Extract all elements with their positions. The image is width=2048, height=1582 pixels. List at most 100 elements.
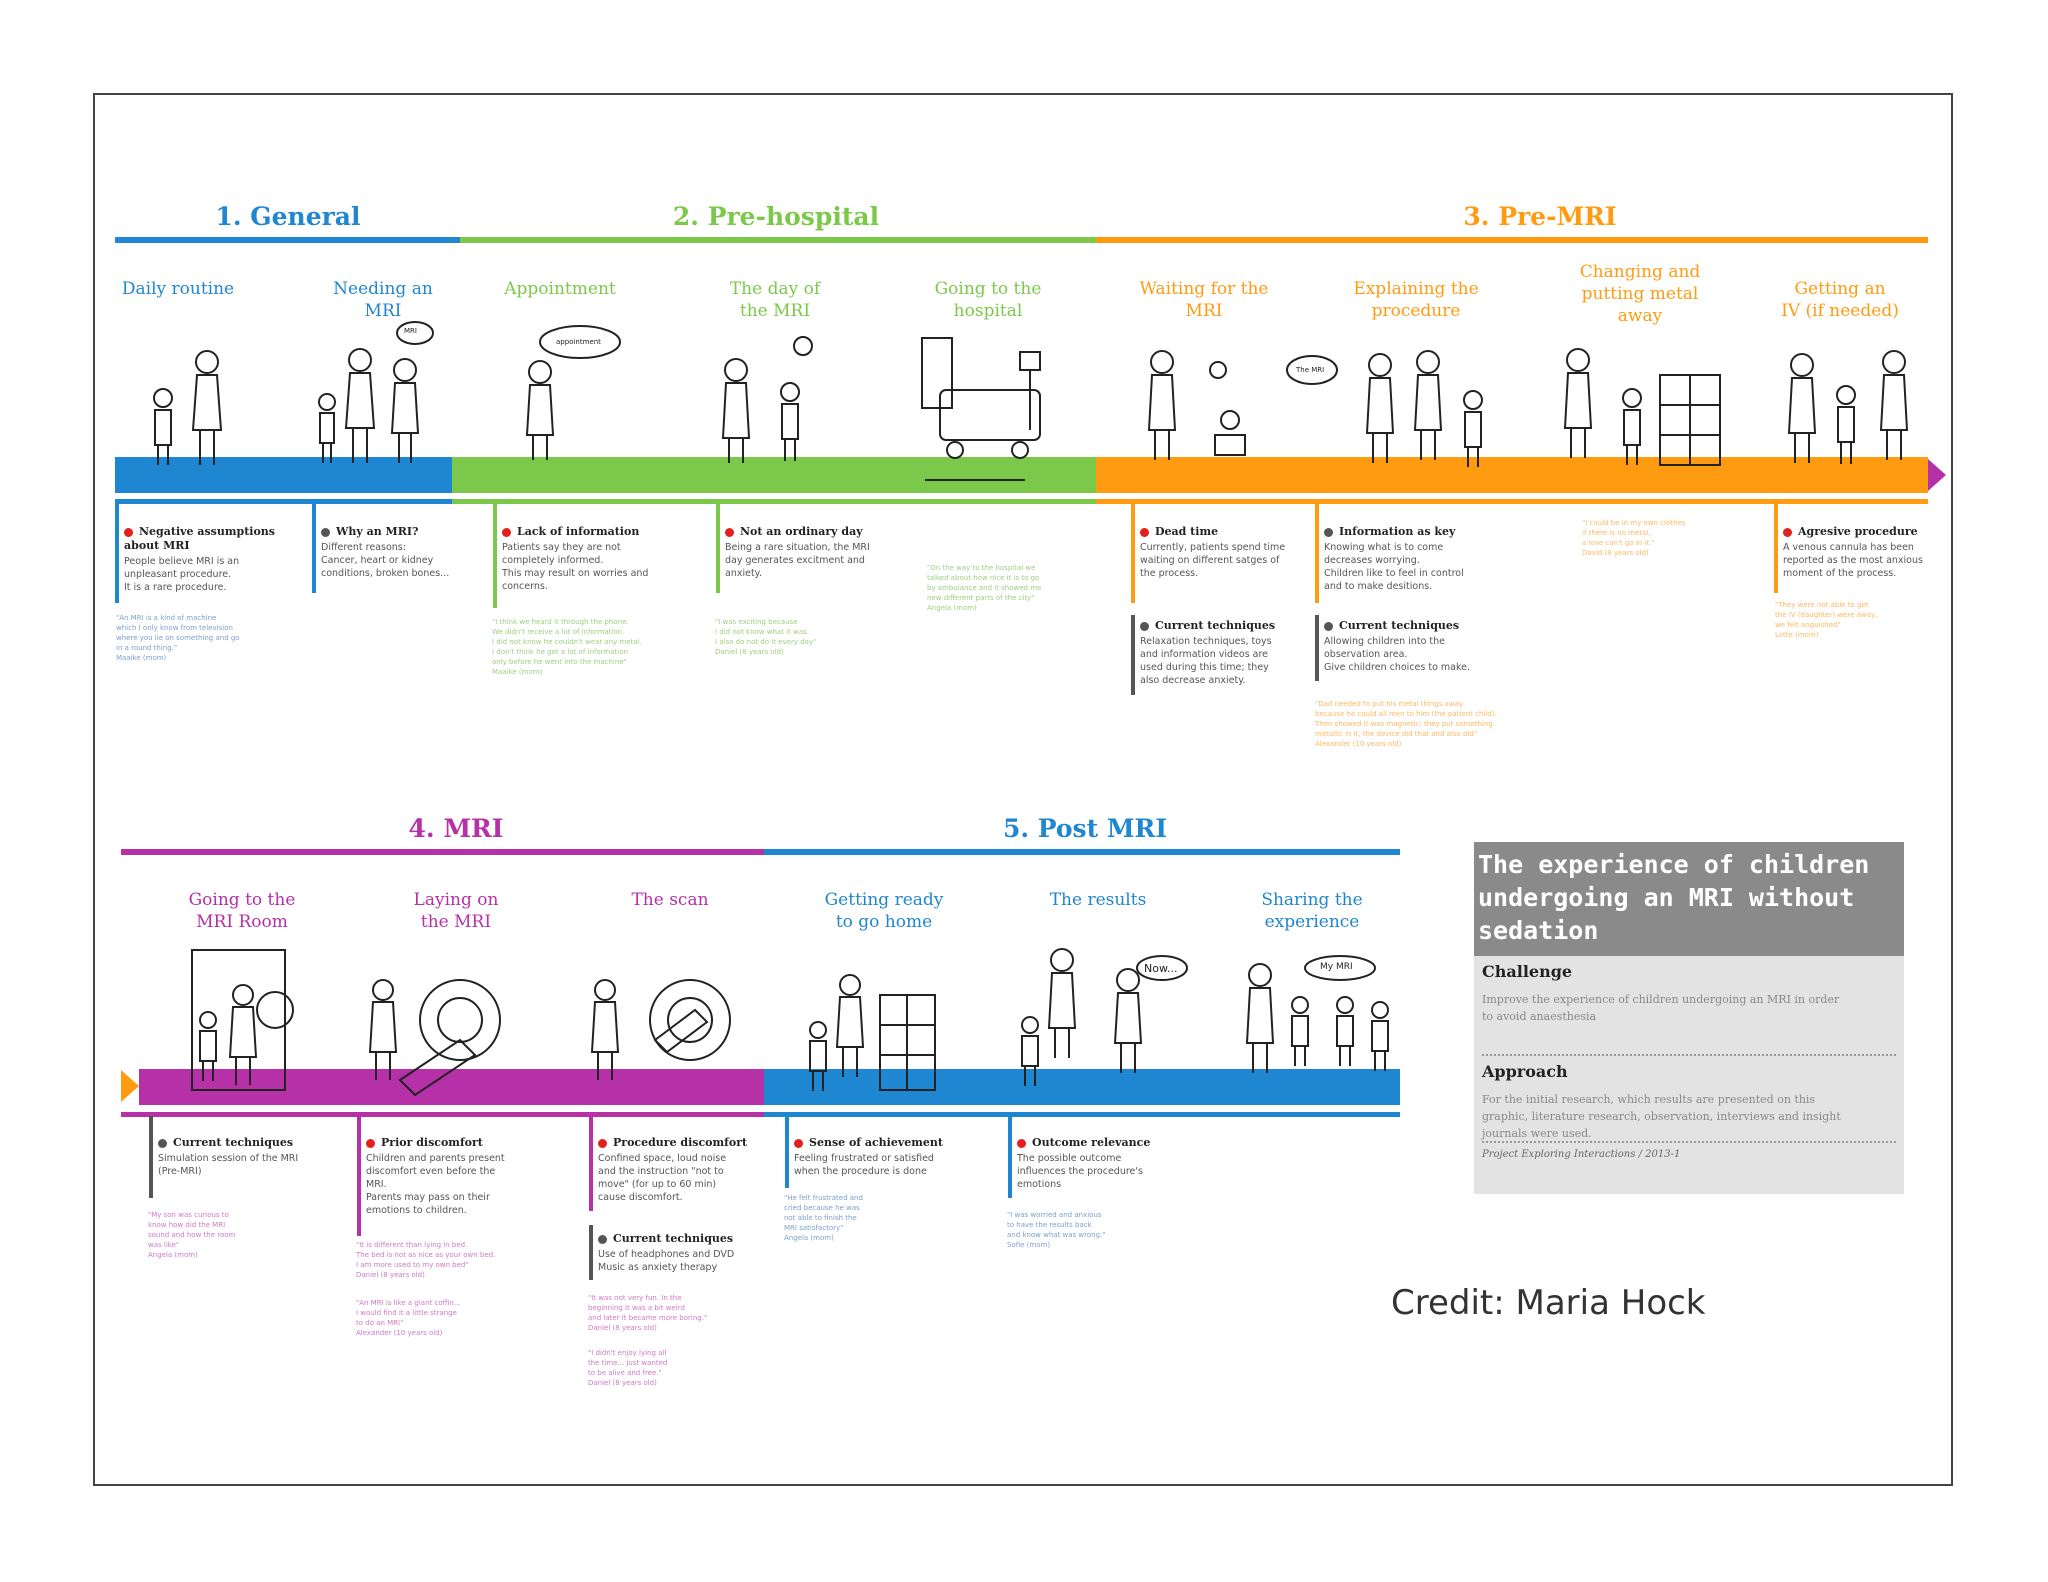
insight-card: Sense of achievement Feeling frustrated … xyxy=(794,1136,943,1177)
challenge-title: Challenge xyxy=(1482,962,1573,981)
card-marker xyxy=(1131,615,1135,695)
project-info-box: The experience of children undergoing an… xyxy=(1474,842,1904,1194)
quote: "It was not very fun. In the beginning i… xyxy=(588,1294,708,1332)
stage-title: The scan xyxy=(631,890,709,910)
timeline-underline xyxy=(452,499,1096,504)
project-title: The experience of children undergoing an… xyxy=(1474,842,1904,956)
insight-card: Current techniques Allowing children int… xyxy=(1324,619,1471,673)
card-marker xyxy=(1315,503,1319,603)
stage-title: The day of the MRI xyxy=(729,279,821,321)
phase-line-premri xyxy=(1096,237,1928,243)
quote: "Dad needed to put his metal things away… xyxy=(1315,700,1497,748)
insight-card: Outcome relevance The possible outcome i… xyxy=(1017,1136,1151,1190)
stage-title: Getting ready to go home xyxy=(824,890,944,932)
timeline-band-postmri xyxy=(764,1069,1400,1105)
quote: "My son was curious to know how did the … xyxy=(148,1211,236,1259)
phase-title-mri: 4. MRI xyxy=(408,814,504,843)
quote: "On the way to the hospital we talked ab… xyxy=(927,564,1042,612)
phase-title-general: 1. General xyxy=(215,202,361,231)
insight-card: Dead time Currently, patients spend time… xyxy=(1140,525,1286,579)
timeline-start-arrow-icon xyxy=(121,1070,139,1102)
divider xyxy=(1482,1054,1896,1056)
people-illustration-row1 xyxy=(153,321,1909,481)
insight-card: Agresive procedure A venous cannula has … xyxy=(1783,525,1923,579)
timeline-underline xyxy=(1096,499,1928,504)
people-illustration-row2 xyxy=(191,948,1389,1097)
phase-title-premri: 3. Pre-MRI xyxy=(1463,202,1617,231)
card-marker xyxy=(1131,503,1135,603)
approach-text: For the initial research, which results … xyxy=(1482,1093,1841,1140)
quote: "They were not able to get the IV (daugh… xyxy=(1775,601,1878,639)
insight-card: Negative assumptions about MRI People be… xyxy=(124,525,275,593)
speech-bubble-my-mri: My MRI xyxy=(1320,962,1353,972)
insight-card: Procedure discomfort Confined space, lou… xyxy=(598,1136,748,1203)
approach-title: Approach xyxy=(1482,1062,1568,1081)
stage-title: Needing an MRI xyxy=(333,279,433,321)
card-marker xyxy=(493,503,497,608)
insight-card: Lack of information Patients say they ar… xyxy=(502,525,649,592)
approach-section: Approach For the initial research, which… xyxy=(1482,1062,1896,1142)
challenge-text: Improve the experience of children under… xyxy=(1482,993,1840,1023)
stage-title: Going to the hospital xyxy=(934,279,1042,321)
card-marker xyxy=(589,1225,593,1280)
stage-title: Explaining the procedure xyxy=(1353,279,1479,321)
challenge-section: Challenge Improve the experience of chil… xyxy=(1482,962,1896,1025)
stage-title: The results xyxy=(1049,890,1147,910)
insight-card: Current techniques Relaxation techniques… xyxy=(1140,619,1276,686)
timeline-underline xyxy=(764,1112,1400,1117)
timeline-band-premri xyxy=(1096,457,1928,493)
divider xyxy=(1482,1141,1896,1143)
insight-card: Not an ordinary day Being a rare situati… xyxy=(725,525,870,579)
speech-bubble-the-mri: The MRI xyxy=(1296,366,1325,374)
card-marker xyxy=(1008,1116,1012,1198)
speech-bubble-mri: MRI xyxy=(404,327,417,335)
phase-title-prehospital: 2. Pre-hospital xyxy=(672,202,880,231)
stage-title: Going to the MRI Room xyxy=(188,890,296,932)
timeline-band-mri xyxy=(139,1069,764,1105)
insight-card: Current techniques Use of headphones and… xyxy=(598,1232,735,1273)
card-marker xyxy=(115,503,119,603)
phase-line-general xyxy=(115,237,460,243)
quote: "An MRI is like a giant coffin... I woul… xyxy=(356,1299,461,1337)
stage-title: Changing and putting metal away xyxy=(1579,262,1701,326)
phase-line-mri xyxy=(121,849,764,855)
credit-text: Credit: Maria Hock xyxy=(1391,1283,1706,1323)
quote: "I could be in my own clothes if there i… xyxy=(1582,519,1686,557)
card-marker xyxy=(716,503,720,593)
card-marker xyxy=(357,1116,361,1236)
phase-line-postmri xyxy=(764,849,1400,855)
stage-title: Waiting for the MRI xyxy=(1139,279,1269,321)
phase-title-postmri: 5. Post MRI xyxy=(1002,814,1168,843)
quote: "He felt frustrated and cried because he… xyxy=(784,1194,863,1242)
stage-title: Daily routine xyxy=(121,279,235,299)
insight-card: Why an MRI? Different reasons: Cancer, h… xyxy=(321,525,450,579)
quote: "I didn't enjoy lying all the time... ju… xyxy=(588,1349,668,1387)
card-marker xyxy=(1315,615,1319,681)
quote: "I think we heard it through the phone. … xyxy=(492,618,642,676)
stage-title: Appointment xyxy=(504,279,616,299)
card-marker xyxy=(785,1116,789,1188)
insight-card: Prior discomfort Children and parents pr… xyxy=(366,1136,505,1216)
quote: "It is different than lying in bed. The … xyxy=(356,1241,496,1279)
card-marker xyxy=(312,503,316,593)
stage-title: Getting an IV (if needed) xyxy=(1781,279,1899,321)
timeline-underline xyxy=(115,499,452,504)
phase-line-prehospital xyxy=(460,237,1096,243)
card-marker xyxy=(589,1116,593,1211)
timeline-band-general xyxy=(115,457,452,493)
timeline-band-prehospital xyxy=(452,457,1096,493)
insight-card: Information as key Knowing what is to co… xyxy=(1324,525,1464,592)
card-marker xyxy=(149,1116,153,1198)
stage-title: Sharing the experience xyxy=(1261,890,1363,932)
speech-bubble-now: Now... xyxy=(1144,962,1178,975)
insight-card: Current techniques Simulation session of… xyxy=(158,1136,299,1177)
project-footer: Project Exploring Interactions / 2013-1 xyxy=(1482,1149,1681,1160)
speech-bubble-appointment: appointment xyxy=(556,338,601,346)
quote: "An MRI is a kind of machine which I onl… xyxy=(116,614,240,662)
timeline-underline xyxy=(121,1112,764,1117)
card-marker xyxy=(1774,503,1778,593)
quote: "I was exciting because I did not know w… xyxy=(715,618,817,656)
quote: "I was worried and anxious to have the r… xyxy=(1007,1211,1106,1249)
stage-title: Laying on the MRI xyxy=(413,890,499,932)
timeline-arrow-icon xyxy=(1928,459,1946,491)
